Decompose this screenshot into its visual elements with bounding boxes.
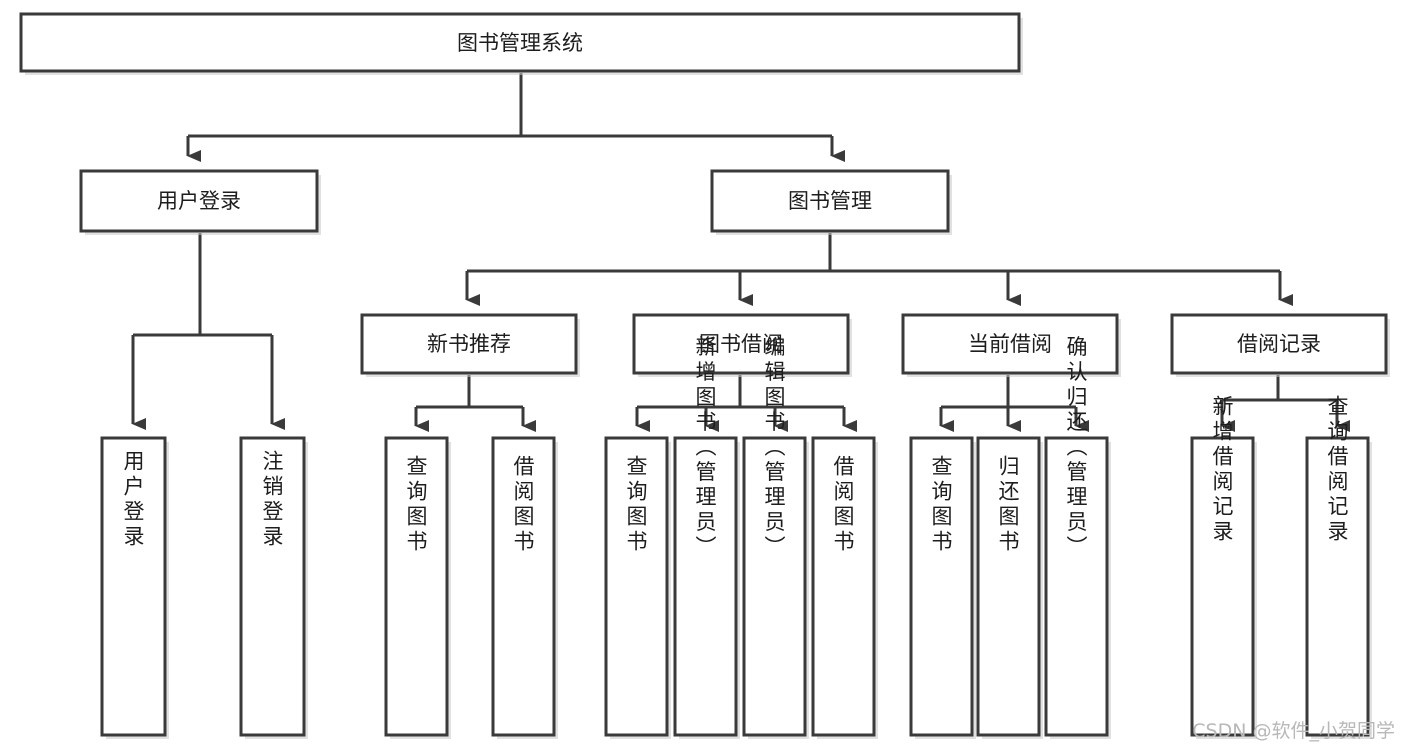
node-leaf-13-label: 查询借阅记录 <box>1325 395 1349 545</box>
node-borrow[interactable]: 图书借阅 <box>632 313 852 377</box>
node-leaf-6-box <box>673 436 738 737</box>
node-leaf-4-box <box>491 436 556 737</box>
node-leaf-11-label: 确认归还（管理员） <box>1064 336 1088 561</box>
node-leaf-6-label: 新增图书（管理员） <box>693 336 717 561</box>
node-leaf-3-label: 查询图书 <box>404 455 428 555</box>
node-root[interactable]: 图书管理系统 <box>19 12 1023 75</box>
edge-layer <box>131 73 1350 432</box>
csdn-watermark: CSDN @软件_小贺同学 <box>1192 720 1395 742</box>
node-leaf-3[interactable]: 查询图书 <box>384 436 451 739</box>
node-root-box <box>19 12 1021 73</box>
node-leaf-2-box <box>239 436 306 737</box>
node-leaf-9-label: 查询图书 <box>929 455 953 555</box>
node-leaf-10-label: 归还图书 <box>996 455 1020 555</box>
node-leaf-2[interactable]: 注销登录 <box>239 436 308 739</box>
node-leaf-13-box <box>1305 436 1370 737</box>
node-leaf-7-box <box>742 436 807 737</box>
node-leaf-9-box <box>909 436 974 737</box>
node-leaf-8-label: 借阅图书 <box>831 455 855 555</box>
node-newbook-label: 新书推荐 <box>427 332 511 356</box>
node-leaf-2-label: 注销登录 <box>260 450 284 550</box>
node-leaf-13[interactable]: 查询借阅记录 <box>1305 395 1372 739</box>
node-leaf-4-label: 借阅图书 <box>511 455 535 555</box>
node-borrow-box <box>632 313 850 375</box>
node-leaf-7[interactable]: 编辑图书（管理员） <box>742 336 809 740</box>
node-bookmgmt-box <box>710 169 950 233</box>
node-leaf-4[interactable]: 借阅图书 <box>491 436 558 739</box>
node-leaf-1[interactable]: 用户登录 <box>100 436 169 739</box>
node-leaf-11[interactable]: 确认归还（管理员） <box>1044 336 1111 740</box>
node-current-label: 当前借阅 <box>968 332 1052 356</box>
node-record[interactable]: 借阅记录 <box>1170 313 1390 377</box>
node-leaf-10[interactable]: 归还图书 <box>976 436 1043 739</box>
node-leaf-8[interactable]: 借阅图书 <box>811 436 878 739</box>
node-newbook-box <box>360 313 578 375</box>
node-leaf-12[interactable]: 新增借阅记录 <box>1190 395 1257 739</box>
node-leaf-10-box <box>976 436 1041 737</box>
node-bookmgmt[interactable]: 图书管理 <box>710 169 952 235</box>
node-leaf-5-label: 查询图书 <box>624 455 648 555</box>
node-login-label: 用户登录 <box>157 189 241 213</box>
node-record-label: 借阅记录 <box>1237 332 1321 356</box>
node-leaf-11-box <box>1044 436 1109 737</box>
node-leaf-5[interactable]: 查询图书 <box>604 436 671 739</box>
node-leaf-3-box <box>384 436 449 737</box>
node-leaf-12-label: 新增借阅记录 <box>1210 395 1234 545</box>
node-leaf-12-box <box>1190 436 1255 737</box>
node-leaf-9[interactable]: 查询图书 <box>909 436 976 739</box>
node-leaf-1-label: 用户登录 <box>121 450 145 550</box>
node-leaf-5-box <box>604 436 669 737</box>
node-bookmgmt-label: 图书管理 <box>788 189 872 213</box>
node-current-box <box>901 313 1119 375</box>
node-leaf-6[interactable]: 新增图书（管理员） <box>673 336 740 740</box>
node-leaf-1-box <box>100 436 167 737</box>
node-login[interactable]: 用户登录 <box>79 169 321 235</box>
node-record-box <box>1170 313 1388 375</box>
node-leaf-7-label: 编辑图书（管理员） <box>762 336 786 561</box>
node-login-box <box>79 169 319 233</box>
node-root-label: 图书管理系统 <box>457 31 583 55</box>
node-current[interactable]: 当前借阅 <box>901 313 1121 377</box>
node-borrow-label: 图书借阅 <box>699 332 783 356</box>
node-newbook[interactable]: 新书推荐 <box>360 313 580 377</box>
node-leaf-8-box <box>811 436 876 737</box>
